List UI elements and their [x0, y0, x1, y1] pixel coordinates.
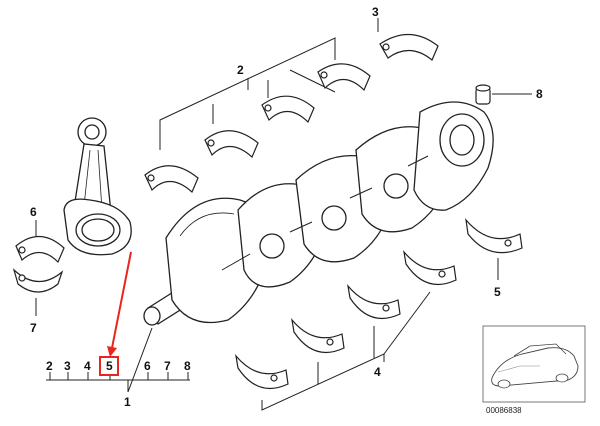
legend-item-4: 4	[84, 359, 91, 373]
conrod-bearing-lower-7	[12, 268, 64, 293]
callout-6: 6	[30, 205, 37, 219]
legend-item-7: 7	[164, 359, 171, 373]
callout-4: 4	[374, 365, 381, 379]
bearing-shell-4a	[235, 353, 289, 389]
bearing-shell-2a	[144, 165, 199, 194]
thumbnail-car	[482, 325, 586, 403]
legend-item-6: 6	[144, 359, 151, 373]
callout-1: 1	[124, 395, 131, 409]
highlight-box	[99, 356, 119, 376]
legend-item-2: 2	[46, 359, 53, 373]
callout-2: 2	[237, 63, 244, 77]
red-arrow	[107, 251, 132, 357]
leader-lines-2	[159, 37, 336, 150]
leader-lines-4	[261, 291, 431, 411]
bearing-shell-3	[379, 33, 439, 61]
bearing-shell-5	[465, 218, 523, 254]
legend-item-5: 5	[106, 359, 113, 373]
legend-item-8: 8	[184, 359, 191, 373]
legend-row: 2 3 4 5 6 7 8	[46, 359, 191, 392]
dowel-pin-8	[475, 84, 491, 105]
bearing-shell-2d	[317, 63, 371, 92]
bearing-shell-4d	[403, 249, 457, 285]
connecting-rod	[63, 117, 132, 256]
part-number: 00086838	[486, 406, 522, 415]
callout-3: 3	[372, 5, 379, 19]
legend-item-3: 3	[64, 359, 71, 373]
bearing-shell-4b	[291, 317, 345, 353]
conrod-bearing-upper-6	[15, 235, 65, 264]
bearing-shell-4c	[347, 283, 401, 319]
callout-8: 8	[536, 87, 543, 101]
callout-7: 7	[30, 321, 37, 335]
crankshaft	[143, 101, 494, 326]
bearing-shell-2b	[204, 130, 259, 159]
callout-5: 5	[494, 285, 501, 299]
bearing-shell-2c	[261, 95, 315, 124]
